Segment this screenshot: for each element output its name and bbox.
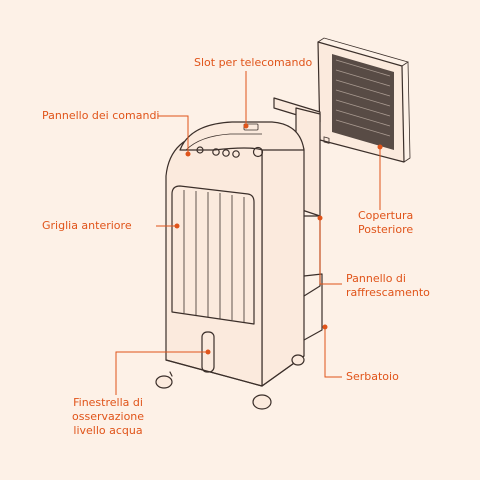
wheels	[155, 354, 305, 410]
label-finestrella: Finestrella di osservazione livello acqu…	[72, 396, 145, 437]
label-slot-telecomando: Slot per telecomando	[194, 56, 313, 69]
rear-cover	[317, 37, 411, 163]
label-serbatoio: Serbatoio	[346, 370, 399, 383]
filter-mesh	[332, 54, 394, 150]
label-pannello-raffrescamento: Pannello di raffrescamento	[346, 272, 430, 299]
label-griglia-anteriore: Griglia anteriore	[42, 219, 132, 232]
cooler-body	[155, 121, 323, 410]
leader-lines	[115, 71, 383, 395]
label-copertura-posteriore: Copertura Posteriore	[358, 209, 414, 236]
grille-slats	[183, 190, 245, 322]
label-pannello-comandi: Pannello dei comandi	[42, 109, 160, 122]
